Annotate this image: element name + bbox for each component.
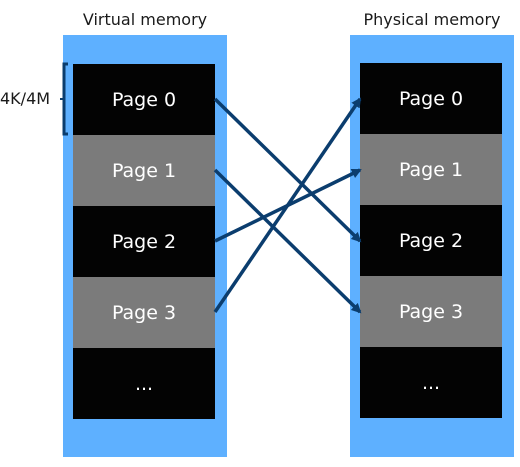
physical-page-more: ...	[360, 347, 502, 418]
physical-memory-panel: Page 0 Page 1 Page 2 Page 3 ...	[350, 35, 514, 457]
virtual-page-more: ...	[73, 348, 215, 419]
physical-page-1: Page 1	[360, 134, 502, 205]
virtual-page-0: Page 0	[73, 64, 215, 135]
virtual-memory-title: Virtual memory	[82, 10, 208, 29]
virtual-page-1: Page 1	[73, 135, 215, 206]
physical-page-2: Page 2	[360, 205, 502, 276]
physical-page-0: Page 0	[360, 63, 502, 134]
arrow-vpage3-to-ppage0	[213, 97, 362, 313]
virtual-page-2: Page 2	[73, 206, 215, 277]
page-size-bracket-icon	[62, 62, 68, 136]
physical-page-3: Page 3	[360, 276, 502, 347]
virtual-memory-panel: Page 0 Page 1 Page 2 Page 3 ...	[63, 35, 227, 457]
arrow-vpage0-to-ppage2	[213, 97, 362, 243]
virtual-page-3: Page 3	[73, 277, 215, 348]
page-size-label: 4K/4M	[0, 89, 51, 108]
physical-memory-title: Physical memory	[363, 10, 501, 29]
arrow-vpage1-to-ppage3	[213, 168, 362, 314]
